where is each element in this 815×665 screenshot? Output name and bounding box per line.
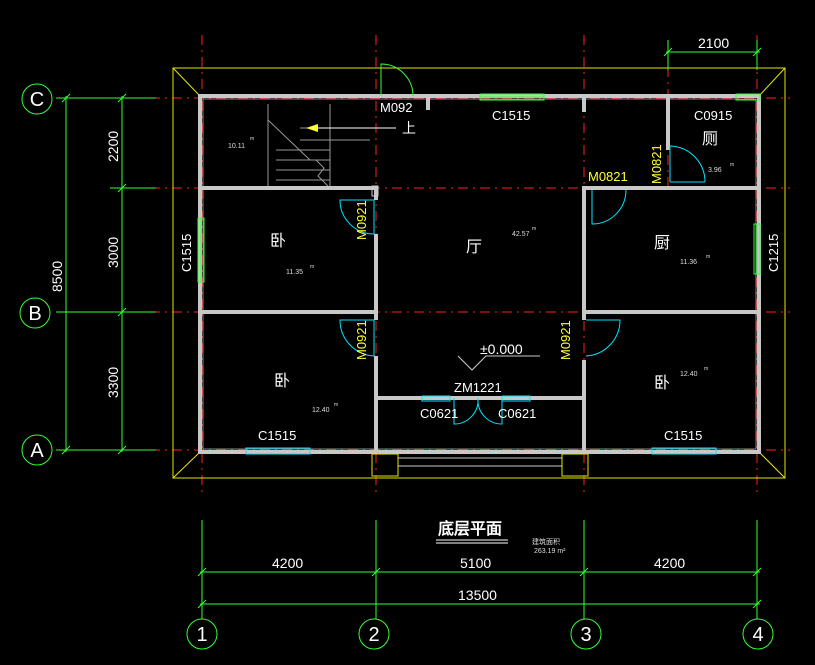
area-unit-sup: m [334, 402, 338, 408]
area-unit-sup: m [706, 254, 710, 260]
window-c1515-bottom-right-label: C1515 [664, 428, 702, 443]
eave-outline [172, 67, 786, 479]
axis-a-label: A [30, 440, 44, 462]
bedroom-lower-left-area: 12.40 [312, 407, 330, 414]
axis-4-label: 4 [752, 624, 763, 646]
dim-left-2: 3000 [105, 237, 121, 268]
bedroom-upper-left-area: 11.35 [286, 269, 303, 276]
window-c0621-right-label: C0621 [498, 406, 536, 421]
room-labels: 10.11 m 上 厅 42.57 m 卧 11.35 m 卧 12.40 m … [228, 120, 734, 414]
axis-c-label: C [30, 89, 44, 111]
elevation-symbol: ±0.000 [457, 341, 540, 371]
dim-bottom-3: 4200 [654, 555, 685, 571]
windows [197, 93, 761, 455]
front-steps [371, 453, 589, 477]
area-note-label: 建筑面积 [532, 537, 560, 546]
bedroom-lower-left-label: 卧 [274, 372, 290, 390]
drawing-title: 底层平面 建筑面积 263.19 m² [436, 519, 566, 555]
left-dimensions: 2200 3000 3300 8500 [49, 93, 156, 455]
dim-bottom-total: 13500 [458, 587, 497, 603]
axis-b-label: B [28, 303, 41, 325]
door-swings [339, 63, 706, 425]
window-c1215-right-label: C1215 [766, 234, 781, 272]
opening-labels: M092 C1515 C0915 M0821 M0821 C1515 C1215… [179, 100, 781, 443]
window-c1515-left-label: C1515 [179, 234, 194, 272]
axis-1-label: 1 [196, 624, 207, 646]
dim-bottom-1: 4200 [272, 555, 303, 571]
toilet-label: 厕 [702, 131, 718, 148]
bedroom-upper-left-label: 卧 [270, 232, 286, 250]
axis-3-label: 3 [580, 624, 591, 646]
area-note-value: 263.19 m² [534, 548, 566, 555]
title-text: 底层平面 [438, 519, 502, 538]
window-c1515-bottom-left-label: C1515 [258, 428, 296, 443]
window-c1515-top-label: C1515 [492, 108, 530, 123]
door-m0921-lower-right-label: M0921 [558, 320, 573, 360]
area-unit-sup: m [310, 264, 314, 270]
stair [267, 104, 379, 197]
stair-up-label: 上 [402, 120, 416, 136]
bottom-dimensions: 4200 5100 4200 13500 [197, 520, 762, 618]
axis-2-label: 2 [368, 624, 379, 646]
door-m0921-lower-left-label: M0921 [354, 320, 369, 360]
dim-top: 2100 [698, 35, 729, 51]
walls [198, 94, 761, 454]
door-m0921-upper-label: M0921 [354, 200, 369, 240]
hall-label: 厅 [466, 239, 482, 256]
top-dimension: 2100 [663, 35, 762, 70]
door-m0821-label: M0821 [588, 169, 628, 184]
area-unit: m [250, 136, 254, 142]
axis-bubbles: 1 2 3 4 C B A [19, 83, 774, 650]
dim-left-3: 3300 [105, 367, 121, 398]
bedroom-lower-right-area: 12.40 [680, 371, 698, 378]
area-unit-sup: m [704, 366, 708, 372]
kitchen-area: 11.36 [680, 259, 697, 266]
door-zm1221-label: ZM1221 [454, 380, 502, 395]
hall-area: 42.57 [512, 231, 530, 238]
elevation-label: ±0.000 [480, 341, 523, 357]
kitchen-label: 厨 [654, 235, 670, 252]
dim-left-total: 8500 [49, 261, 65, 292]
window-c0915-label: C0915 [694, 108, 732, 123]
bedroom-lower-right-label: 卧 [654, 374, 670, 392]
area-unit-sup: m [730, 162, 734, 168]
area-unit-sup: m [532, 226, 536, 232]
door-m0821-vertical-label: M0821 [649, 144, 664, 184]
window-c0621-left-label: C0621 [420, 406, 458, 421]
stair-area: 10.11 [228, 143, 245, 150]
dim-bottom-2: 5100 [460, 555, 491, 571]
door-m092-label: M092 [380, 100, 413, 115]
toilet-area: 3.96 [708, 167, 722, 174]
stair-up-arrow [306, 124, 396, 132]
dim-left-1: 2200 [105, 131, 121, 162]
